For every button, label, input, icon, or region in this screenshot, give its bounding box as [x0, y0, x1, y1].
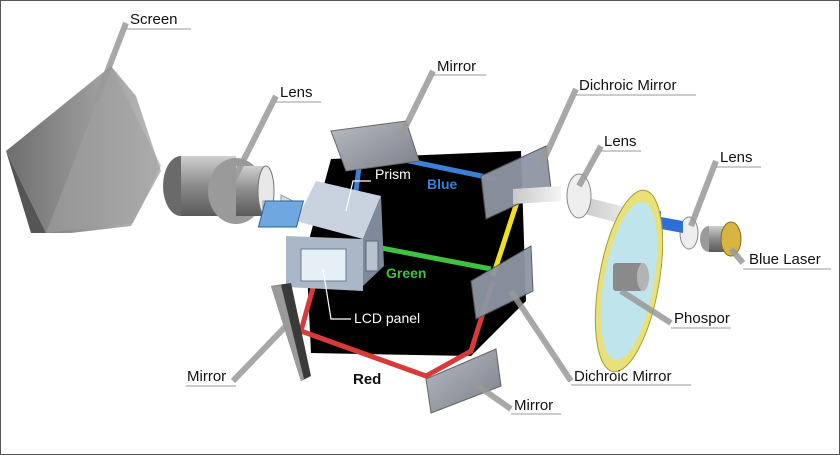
label-blue: Blue [427, 176, 458, 192]
label-green: Green [386, 265, 426, 281]
label-lcd-panel: LCD panel [354, 310, 420, 326]
label-phosphor: Phospor [674, 310, 730, 327]
label-mirror-top: Mirror [437, 58, 476, 75]
white-beam [513, 186, 561, 204]
label-lens-right: Lens [720, 149, 753, 166]
green-light-path [370, 243, 492, 272]
blue-laser-device [700, 221, 742, 257]
label-dichroic-mirror-bottom: Dichroic Mirror [574, 368, 672, 385]
label-red: Red [353, 371, 381, 388]
label-blue-laser: Blue Laser [749, 251, 821, 268]
red-light-path [297, 258, 496, 379]
phosphor-wheel [594, 189, 664, 373]
label-mirror-bottom: Mirror [514, 397, 553, 414]
label-dichroic-mirror-top: Dichroic Mirror [579, 77, 677, 94]
label-mirror-left: Mirror [187, 368, 226, 385]
prism-cube [257, 181, 384, 291]
dichroic-mirror-bottom [470, 245, 534, 320]
yellow-light-path [490, 195, 522, 277]
screen-shape [6, 66, 161, 233]
mirror-top [330, 120, 420, 172]
mirror-left-edge [271, 285, 304, 381]
label-lens-left: Lens [280, 84, 313, 101]
lcd-pointer [322, 268, 351, 320]
label-prism: Prism [375, 166, 411, 182]
label-screen: Screen [130, 11, 178, 28]
label-underlines [126, 28, 831, 415]
mirror-bottom [425, 348, 502, 414]
prism-pointer [345, 180, 371, 212]
label-lens-mid: Lens [604, 133, 637, 150]
leader-lines [93, 21, 746, 412]
condenser-lens-mid [566, 173, 592, 219]
projection-lens [163, 156, 275, 224]
